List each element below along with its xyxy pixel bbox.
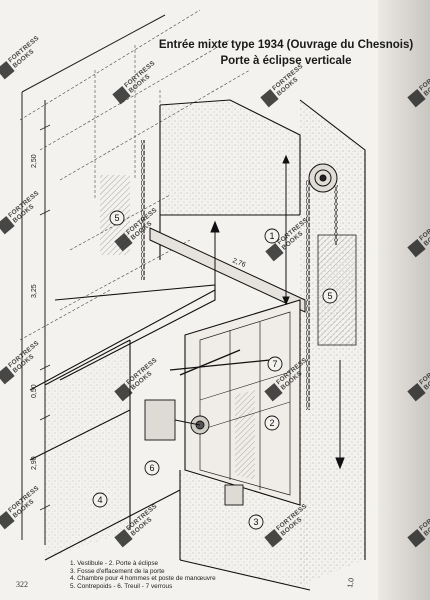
eclipse-door-leaf [184,299,301,506]
callout-3: 3 [248,514,264,530]
chain-left [141,140,145,280]
callout-5-left: 5 [109,210,125,226]
dim-276: 2,76 [231,257,246,269]
lower-left-wall-face [45,340,130,560]
svg-text:1: 1 [269,231,274,241]
callout-6: 6 [144,460,160,476]
callout-5-right: 5 [322,288,338,304]
svg-text:2: 2 [269,418,274,428]
dim-050: 0,50 [31,384,38,398]
page-number: 322 [16,580,28,589]
callout-1: 1 [264,228,280,244]
lintel-beam [149,227,306,313]
diagram-title: Entrée mixte type 1934 (Ouvrage du Chesn… [158,39,414,51]
chain-right-a [306,180,310,410]
movement-arrows [210,154,345,470]
winch-machinery [144,349,271,506]
dim-10: 1,0 [347,577,356,588]
svg-text:7: 7 [272,359,277,369]
legend: 1. Vestibule - 2. Porte à éclipse 3. Fos… [70,560,216,590]
callout-2: 2 [264,415,280,431]
room-structure [29,99,366,591]
svg-text:4: 4 [97,495,102,505]
legend-line: 1. Vestibule - 2. Porte à éclipse [70,560,159,567]
svg-text:3: 3 [253,517,258,527]
fosse-pit-face [180,470,310,590]
svg-text:5: 5 [327,291,332,301]
legend-line: 4. Chambre pour 4 hommes et poste de man… [70,575,216,583]
svg-text:5: 5 [114,213,119,223]
dim-250: 2,50 [31,154,38,168]
dim-325: 3,25 [31,284,38,298]
callout-4: 4 [92,492,108,508]
callout-7: 7 [267,356,283,372]
diagram-subtitle: Porte à éclipse verticale [220,55,352,67]
counterweight-pulley [308,163,338,193]
legend-line: 3. Fosse d'effacement de la porte [70,567,165,575]
legend-line: 5. Contrepoids - 6. Treuil - 7 verrous [70,582,173,590]
chain-right-b [334,185,338,245]
construction-lines [19,9,251,341]
callouts: 5 1 5 7 2 6 4 [92,210,338,530]
top-slab-face [160,102,300,215]
svg-text:6: 6 [149,463,154,473]
dim-290: 2,90 [31,456,38,470]
brick-panel-right [318,235,356,345]
